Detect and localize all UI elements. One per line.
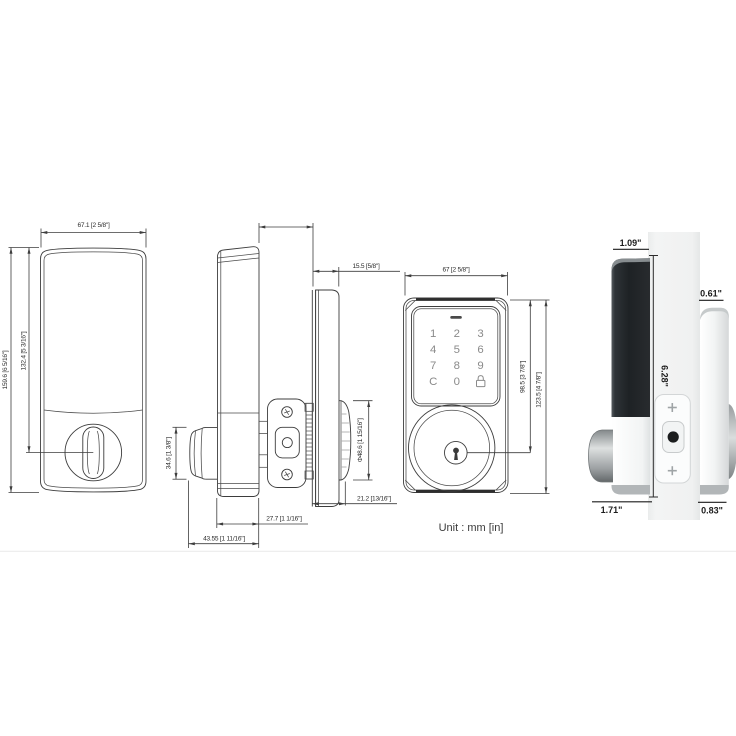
dim-knob-height: 34.6 [1 3/8"] bbox=[166, 437, 173, 470]
dim-cylinder-diameter: Φ48.6 [1 15/16"] bbox=[357, 418, 364, 462]
exterior-front-view: 1 2 3 4 5 6 7 8 9 C 0 67 [2 5/8"] 98.5 [… bbox=[403, 267, 550, 494]
corner-seam bbox=[404, 479, 416, 491]
side-view: 34.6 [1 3/8"] bbox=[166, 223, 400, 548]
interior-knob-bulge bbox=[728, 404, 736, 479]
key-0: 0 bbox=[454, 376, 460, 388]
exterior-unit-base-cap bbox=[611, 485, 650, 495]
key-3: 3 bbox=[477, 328, 483, 340]
exterior-unit-top-cap bbox=[611, 258, 650, 271]
plate-screw-bottom bbox=[281, 468, 293, 481]
interior-body-inner-line bbox=[43, 251, 143, 489]
key-6: 6 bbox=[477, 344, 483, 356]
cylinder-bezel-inner bbox=[413, 409, 490, 487]
touch-panel-inner bbox=[413, 308, 499, 405]
dim-product-int-top: 0.61" bbox=[700, 289, 722, 299]
side-knob-curve-left bbox=[193, 430, 196, 476]
key-5: 5 bbox=[454, 344, 460, 356]
exterior-unit-lower-body bbox=[611, 417, 650, 485]
dim-exterior-total-depth: 21.2 [13/16"] bbox=[357, 496, 391, 503]
corner-seam bbox=[495, 299, 507, 311]
corner-seam bbox=[495, 479, 507, 491]
interior-body-seam bbox=[43, 409, 143, 414]
interior-body-outline bbox=[40, 247, 147, 493]
dim-interior-height-to-turn: 132.4 [5 3/16"] bbox=[21, 331, 28, 370]
key-7: 7 bbox=[430, 360, 436, 372]
screw-cross bbox=[284, 473, 290, 476]
interior-unit-body bbox=[700, 307, 729, 485]
cylinder-bezel-outer bbox=[408, 404, 496, 492]
dim-product-int-bottom: 0.83" bbox=[701, 506, 723, 516]
plate-cam-hole bbox=[281, 437, 293, 449]
dim-product-height: 6.28" bbox=[660, 365, 670, 387]
lock-key-icon bbox=[476, 375, 486, 388]
bolt-cap-bottom bbox=[304, 470, 314, 480]
keypad-keys: 1 2 3 4 5 6 7 8 9 C 0 bbox=[429, 328, 484, 388]
exterior-key-knob-edge bbox=[588, 429, 613, 483]
dim-keypad-height: 123.5 [4 7/8"] bbox=[536, 372, 543, 408]
dim-interior-height-total: 159.6 [6 5/16"] bbox=[2, 350, 9, 389]
thumbturn-knob-detail-right bbox=[96, 430, 100, 475]
plate-screw-top-plus bbox=[667, 403, 677, 412]
key-1: 1 bbox=[430, 328, 436, 340]
interior-unit-base-cap bbox=[700, 485, 729, 495]
keyhole-icon bbox=[453, 447, 459, 454]
dim-interior-total-depth: 43.55 [1 11/16"] bbox=[203, 536, 245, 543]
exterior-unit-black-panel bbox=[611, 258, 650, 417]
key-9: 9 bbox=[477, 360, 483, 372]
key-4: 4 bbox=[430, 344, 436, 356]
plate-screw-top bbox=[281, 406, 293, 418]
dim-top-to-keyhole: 98.5 [3 7/8"] bbox=[520, 361, 527, 394]
plate-tab-top bbox=[258, 420, 268, 434]
key-8: 8 bbox=[454, 360, 460, 372]
dim-exterior-depth: 15.5 [5/8"] bbox=[352, 263, 380, 270]
screw-cross bbox=[284, 410, 290, 414]
side-knob-curve-right bbox=[200, 428, 203, 479]
key-2: 2 bbox=[454, 328, 460, 340]
touch-panel bbox=[411, 306, 501, 407]
bolt-threads bbox=[306, 414, 312, 468]
cylinder-shading bbox=[341, 413, 350, 468]
keyhole-slot bbox=[454, 452, 458, 460]
corner-seam bbox=[404, 299, 416, 311]
dim-interior-depth: 27.7 [1 1/16"] bbox=[266, 516, 302, 523]
exterior-key-knob bbox=[588, 430, 613, 482]
interior-front-view: 67.1 [2 5/8"] 159.6 [6 5/16"] 132.4 [5 3… bbox=[2, 222, 147, 493]
unit-note: Unit : mm [in] bbox=[439, 522, 504, 534]
side-top-cap-line2 bbox=[217, 257, 260, 263]
interior-unit-top-cap bbox=[700, 307, 729, 320]
side-thumbturn-knob bbox=[189, 426, 217, 480]
keypad-body-outline bbox=[403, 297, 509, 493]
dim-product-ext-top: 1.09" bbox=[620, 238, 642, 248]
dim-keypad-width: 67 [2 5/8"] bbox=[442, 267, 470, 274]
status-light-bar bbox=[450, 316, 462, 319]
dim-interior-width: 67.1 [2 5/8"] bbox=[77, 222, 110, 229]
product-side-view: 1.09" 0.61" 6.28" 1.71" 0.83" bbox=[588, 232, 736, 520]
cylinder-dome bbox=[339, 400, 352, 481]
key-cylinder bbox=[444, 440, 468, 465]
plate-tab-bottom bbox=[258, 454, 268, 468]
side-exterior-panel bbox=[315, 289, 340, 507]
plate-cam-dot bbox=[667, 431, 679, 443]
side-top-cap-line bbox=[217, 253, 260, 259]
side-interior-body bbox=[217, 246, 260, 497]
key-C: C bbox=[429, 376, 437, 388]
bolt-cap-top bbox=[304, 402, 314, 412]
plate-cam-housing bbox=[274, 426, 300, 459]
plate-screw-bottom-plus bbox=[667, 466, 677, 476]
dim-product-ext-bottom: 1.71" bbox=[601, 505, 623, 515]
